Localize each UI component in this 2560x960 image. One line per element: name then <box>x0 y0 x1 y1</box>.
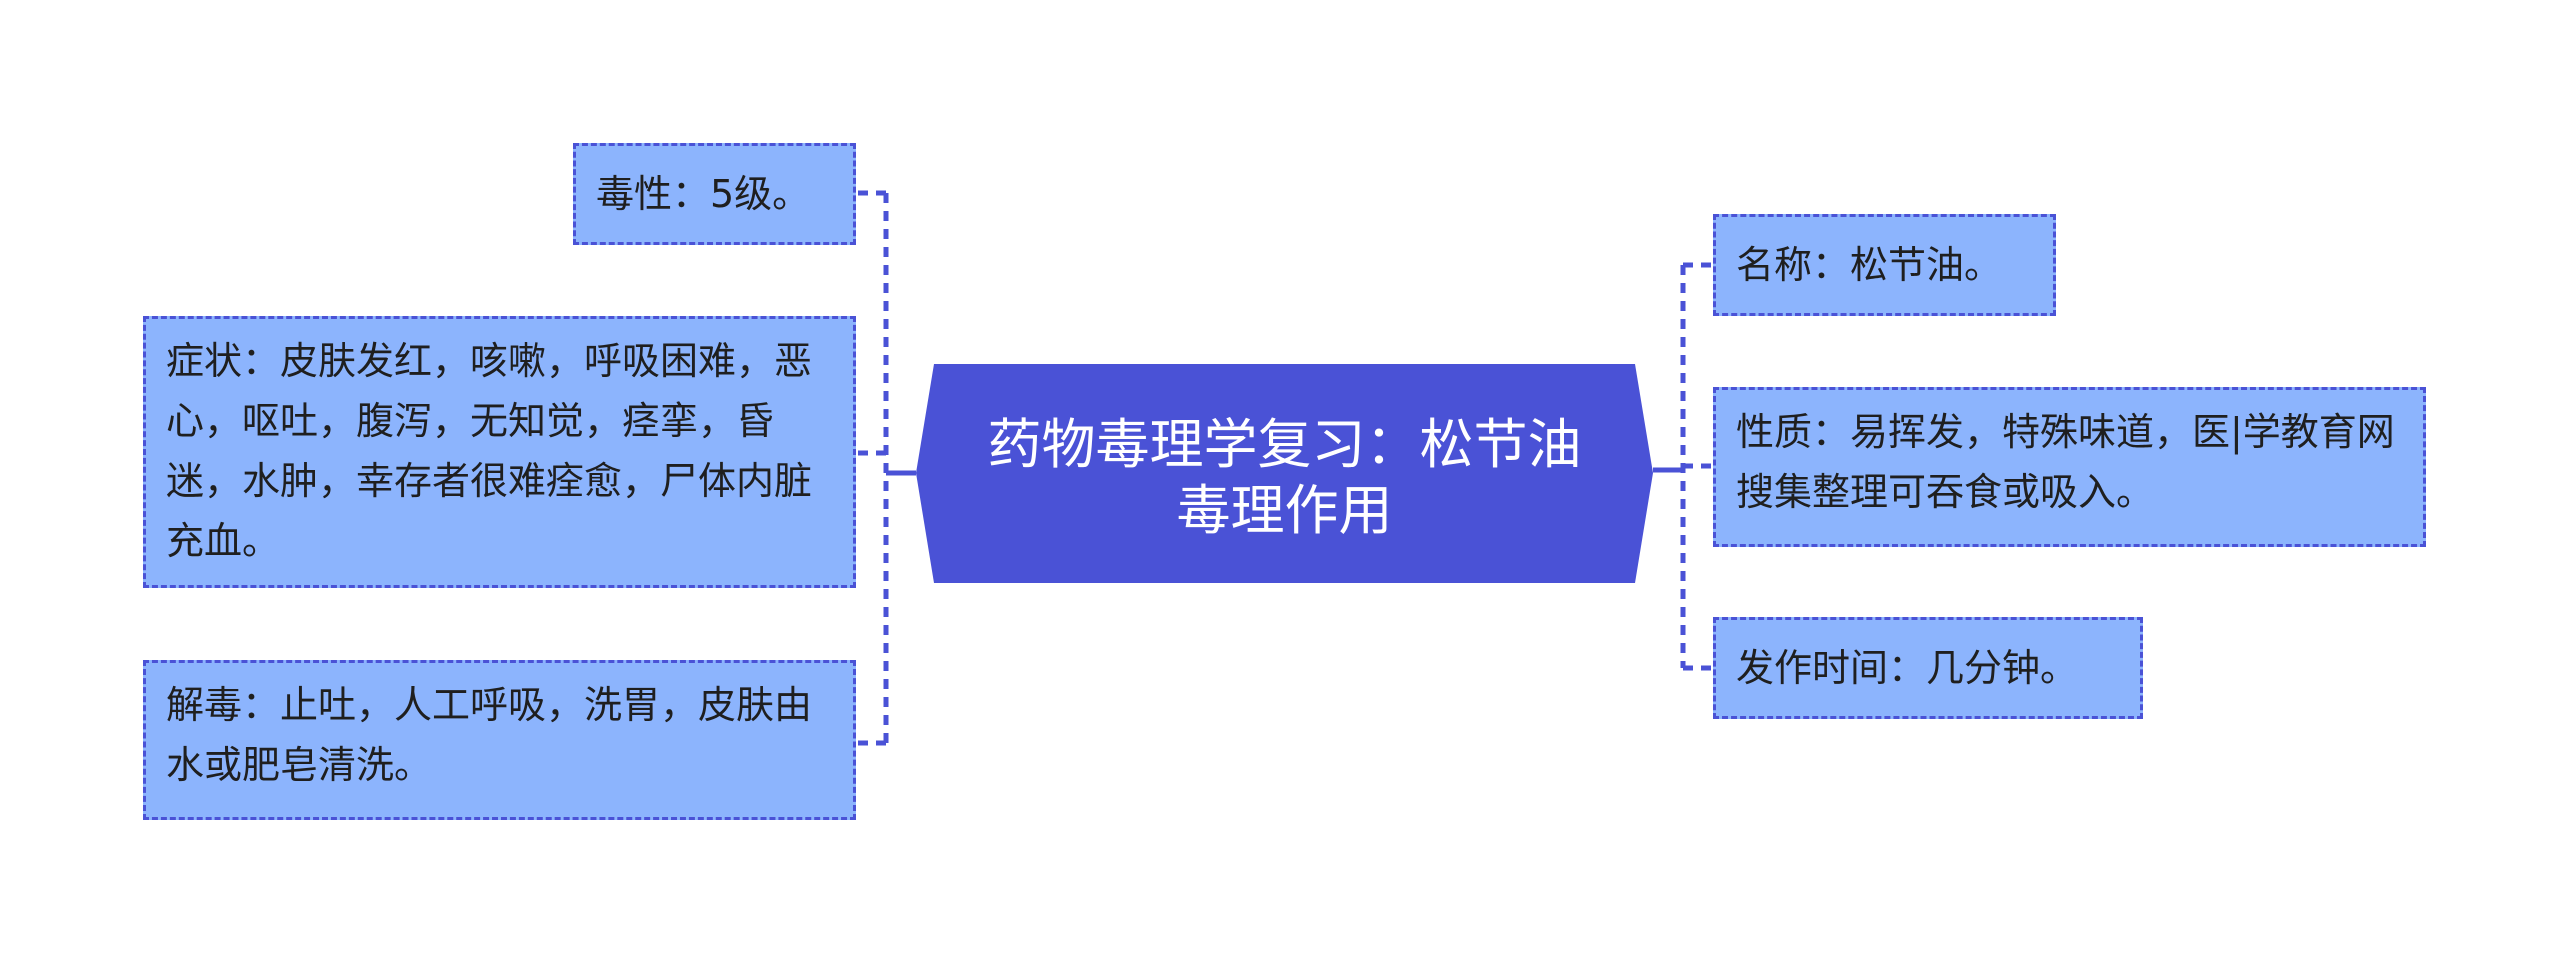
left-node-toxicity[interactable]: 毒性：5级。 <box>573 143 856 245</box>
central-topic[interactable]: 药物毒理学复习：松节油毒理作用 <box>916 364 1653 583</box>
central-topic-title: 药物毒理学复习：松节油毒理作用 <box>987 412 1582 542</box>
left-node-symptoms[interactable]: 症状：皮肤发红，咳嗽，呼吸困难，恶心，呕吐，腹泻，无知觉，痉挛，昏迷，水肿，幸存… <box>143 316 856 588</box>
central-topic-shape <box>916 364 1653 583</box>
right-node-onset-time[interactable]: 发作时间：几分钟。 <box>1713 617 2143 719</box>
left-node-antidote[interactable]: 解毒：止吐，人工呼吸，洗胃，皮肤由水或肥皂清洗。 <box>143 660 856 820</box>
right-node-properties[interactable]: 性质：易挥发，特殊味道，医|学教育网搜集整理可吞食或吸入。 <box>1713 387 2426 547</box>
right-node-name[interactable]: 名称：松节油。 <box>1713 214 2056 316</box>
